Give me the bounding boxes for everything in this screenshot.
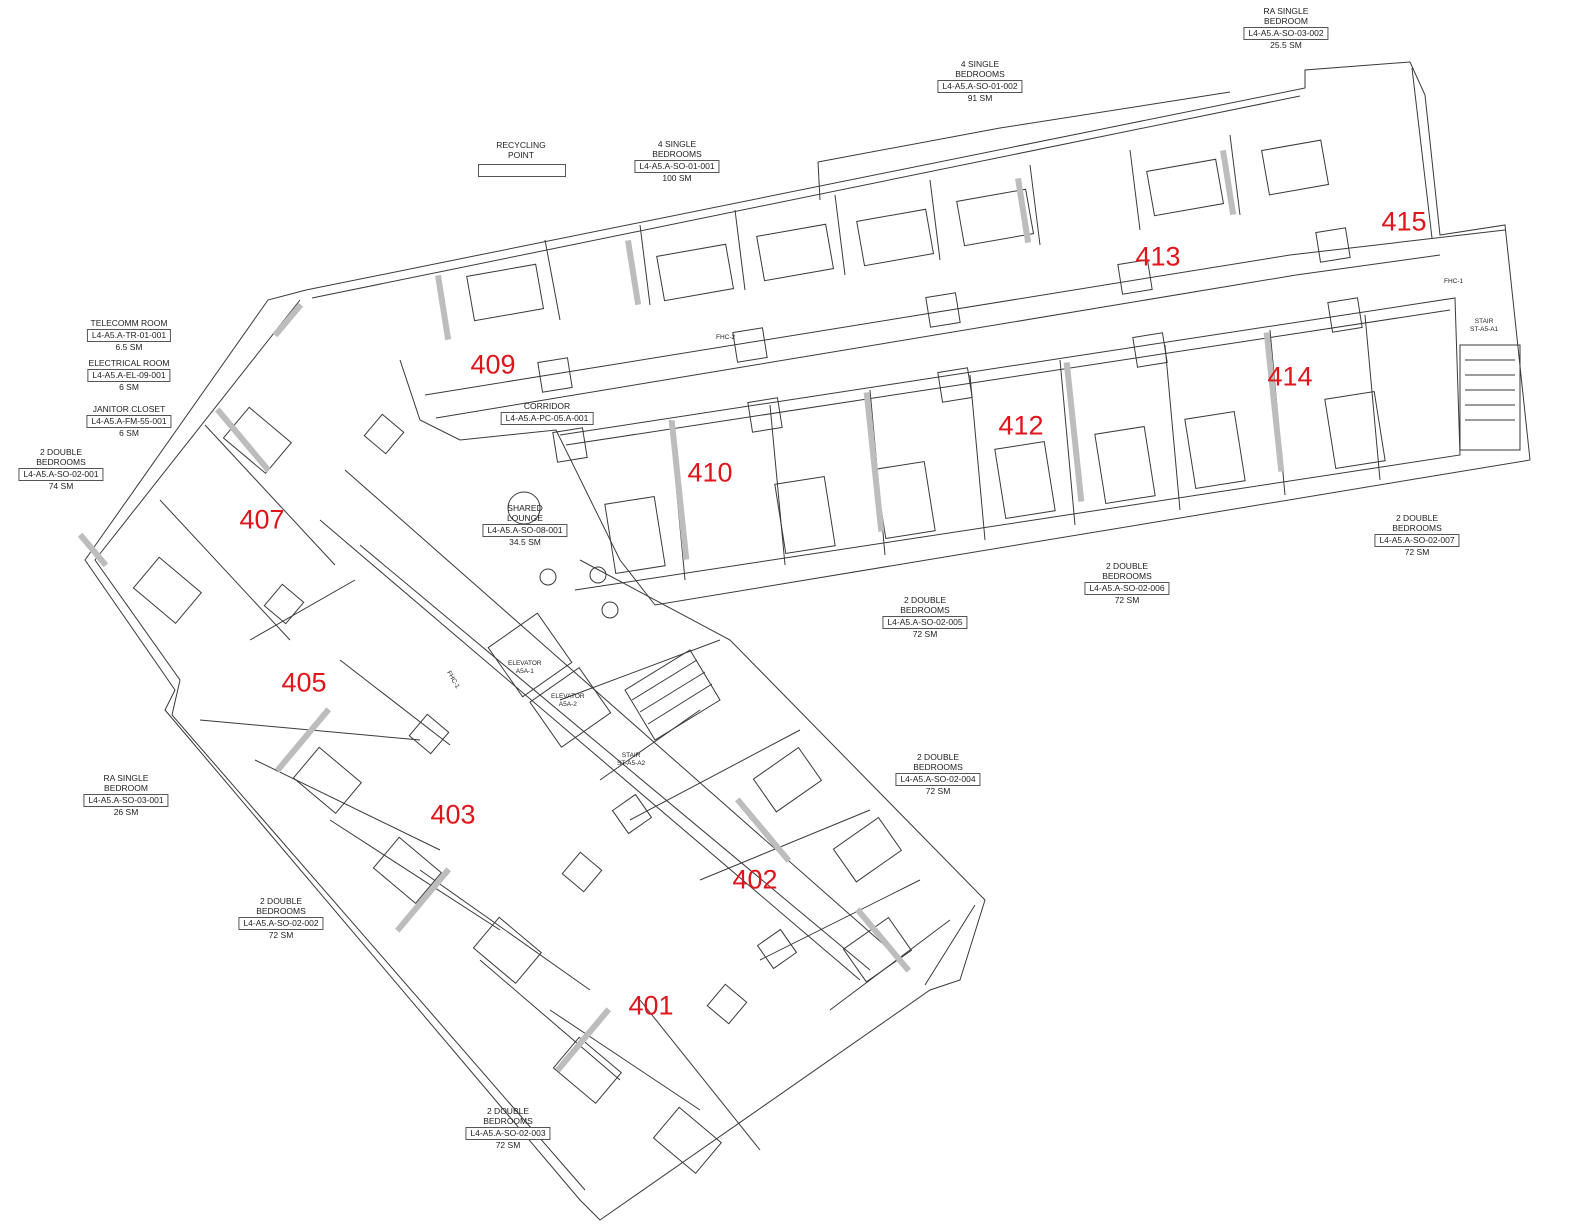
room-code: L4-A5.A-EL-09-001 [87, 369, 171, 382]
room-area: 25.5 SM [1270, 40, 1302, 50]
room-label-2-double-002: 2 DOUBLE BEDROOMS L4-A5.A-SO-02-002 72 S… [238, 896, 324, 940]
room-label-4-single-001: 4 SINGLE BEDROOMS L4-A5.A-SO-01-001 100 … [634, 139, 720, 183]
room-area: 72 SM [1404, 547, 1430, 557]
unit-number-403[interactable]: 403 [430, 799, 476, 830]
room-label-recycling-point: RECYCLING POINT [496, 140, 546, 160]
room-code: L4-A5.A-PC-05.A-001 [500, 412, 594, 425]
room-label-shared-lounge: SHARED LOUNGE L4-A5.A-SO-08-001 34.5 SM [482, 503, 568, 547]
room-name: 4 SINGLE BEDROOMS [652, 139, 702, 159]
room-code: L4-A5.A-SO-02-001 [18, 468, 104, 481]
room-area: 26 SM [113, 807, 139, 817]
unit-number-413[interactable]: 413 [1135, 241, 1181, 272]
room-code: L4-A5.A-SO-02-004 [895, 773, 981, 786]
room-name: 4 SINGLE BEDROOMS [955, 59, 1005, 79]
room-name: CORRIDOR [523, 401, 571, 411]
tag-fhc-1-top: FHC-1 [1444, 278, 1464, 285]
room-name: 2 DOUBLE BEDROOMS [36, 447, 86, 467]
room-name: 2 DOUBLE BEDROOMS [256, 896, 306, 916]
room-label-2-double-001: 2 DOUBLE BEDROOMS L4-A5.A-SO-02-001 74 S… [18, 447, 104, 491]
room-area: 72 SM [495, 1140, 521, 1150]
room-area: 72 SM [1114, 595, 1140, 605]
room-label-corridor: CORRIDOR L4-A5.A-PC-05.A-001 [500, 401, 594, 425]
room-label-telecomm: TELECOMM ROOM L4-A5.A-TR-01-001 6.5 SM [86, 318, 172, 352]
room-name: RA SINGLE BEDROOM [103, 773, 149, 793]
room-code: L4-A5.A-SO-02-007 [1374, 534, 1460, 547]
room-name: 2 DOUBLE BEDROOMS [1392, 513, 1442, 533]
room-code: L4-A5.A-SO-03-001 [83, 794, 169, 807]
room-name: 2 DOUBLE BEDROOMS [900, 595, 950, 615]
room-label-2-double-003: 2 DOUBLE BEDROOMS L4-A5.A-SO-02-003 72 S… [465, 1106, 551, 1150]
room-code: L4-A5.A-SO-01-001 [634, 160, 720, 173]
room-code: L4-A5.A-TR-01-001 [86, 329, 172, 342]
tag-elevator-1: ELEVATOR A5A-1 [508, 660, 542, 675]
room-code: L4-A5.A-SO-02-005 [882, 616, 968, 629]
east-wing-outline [305, 61, 1531, 606]
room-code: L4-A5.A-FM-55-001 [86, 415, 172, 428]
room-label-2-double-004: 2 DOUBLE BEDROOMS L4-A5.A-SO-02-004 72 S… [895, 752, 981, 796]
room-area: 72 SM [268, 930, 294, 940]
room-area: 74 SM [48, 481, 74, 491]
room-code: L4-A5.A-SO-08-001 [482, 524, 568, 537]
unit-number-407[interactable]: 407 [239, 504, 285, 535]
room-area: 6 SM [119, 382, 139, 392]
room-name: 2 DOUBLE BEDROOMS [1102, 561, 1152, 581]
unit-number-414[interactable]: 414 [1267, 361, 1313, 392]
room-name: RECYCLING POINT [496, 140, 546, 160]
unit-number-402[interactable]: 402 [732, 864, 778, 895]
room-label-electrical: ELECTRICAL ROOM L4-A5.A-EL-09-001 6 SM [87, 358, 171, 392]
room-label-ra-single-002: RA SINGLE BEDROOM L4-A5.A-SO-03-002 25.5… [1243, 6, 1329, 50]
room-name: RA SINGLE BEDROOM [1263, 6, 1309, 26]
unit-number-401[interactable]: 401 [628, 990, 674, 1021]
room-code: L4-A5.A-SO-02-006 [1084, 582, 1170, 595]
room-area: 34.5 SM [509, 537, 541, 547]
room-code: L4-A5.A-SO-02-003 [465, 1127, 551, 1140]
room-area: 72 SM [912, 629, 938, 639]
room-label-2-double-007: 2 DOUBLE BEDROOMS L4-A5.A-SO-02-007 72 S… [1374, 513, 1460, 557]
room-label-4-single-002: 4 SINGLE BEDROOMS L4-A5.A-SO-01-002 91 S… [937, 59, 1023, 103]
room-area: 6 SM [119, 428, 139, 438]
tag-stair-a1: STAIR ST-A5-A1 [1470, 318, 1499, 333]
unit-number-409[interactable]: 409 [470, 349, 516, 380]
room-label-ra-single-001: RA SINGLE BEDROOM L4-A5.A-SO-03-001 26 S… [83, 773, 169, 817]
unit-number-412[interactable]: 412 [998, 410, 1044, 441]
room-label-janitor: JANITOR CLOSET L4-A5.A-FM-55-001 6 SM [86, 404, 172, 438]
room-label-2-double-005: 2 DOUBLE BEDROOMS L4-A5.A-SO-02-005 72 S… [882, 595, 968, 639]
room-name: JANITOR CLOSET [92, 404, 166, 414]
room-name: SHARED LOUNGE [507, 503, 543, 523]
room-area: 100 SM [662, 173, 692, 183]
tag-fhc-2: FHC-2 [716, 334, 736, 341]
room-area: 6.5 SM [115, 342, 143, 352]
room-code: L4-A5.A-SO-03-002 [1243, 27, 1329, 40]
room-code: L4-A5.A-SO-01-002 [937, 80, 1023, 93]
unit-number-410[interactable]: 410 [687, 457, 733, 488]
room-label-2-double-006: 2 DOUBLE BEDROOMS L4-A5.A-SO-02-006 72 S… [1084, 561, 1170, 605]
room-area: 72 SM [925, 786, 951, 796]
recycling-code-box [478, 164, 566, 177]
unit-number-405[interactable]: 405 [281, 667, 327, 698]
room-code: L4-A5.A-SO-02-002 [238, 917, 324, 930]
tag-elevator-2: ELEVATOR A5A-2 [551, 693, 585, 708]
room-name: TELECOMM ROOM [90, 318, 168, 328]
room-area: 91 SM [967, 93, 993, 103]
west-wing-outline [84, 289, 986, 1221]
room-name: ELECTRICAL ROOM [88, 358, 170, 368]
tag-stair-a2: STAIR ST-A5-A2 [617, 752, 646, 767]
room-name: 2 DOUBLE BEDROOMS [483, 1106, 533, 1126]
unit-number-415[interactable]: 415 [1381, 206, 1427, 237]
room-name: 2 DOUBLE BEDROOMS [913, 752, 963, 772]
